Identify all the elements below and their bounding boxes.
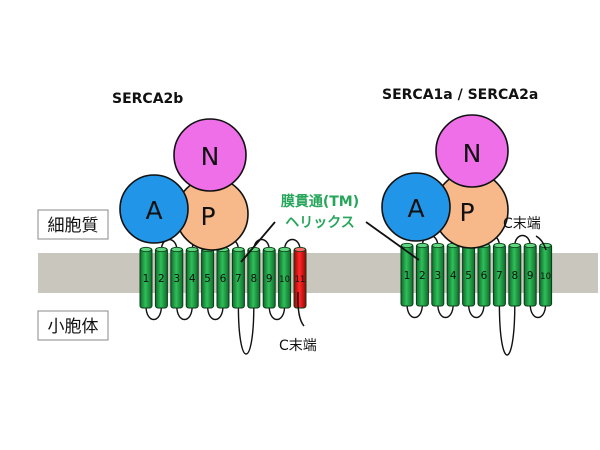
right-helix-1: 1 bbox=[400, 242, 414, 307]
tm-leader-right bbox=[365, 221, 420, 261]
right-helix-number: 6 bbox=[481, 270, 488, 282]
left-helix-number: 4 bbox=[189, 273, 196, 285]
left-c-terminus-tail bbox=[297, 291, 305, 327]
left-helix-number: 5 bbox=[204, 273, 211, 285]
left-loop-1-2 bbox=[145, 305, 163, 321]
right-domain-a-label: A bbox=[407, 194, 424, 223]
left-domain-a: A bbox=[119, 174, 189, 244]
left-helix-3: 3 bbox=[170, 246, 184, 309]
right-helix-number: 10 bbox=[540, 272, 551, 282]
left-helix-4: 4 bbox=[185, 246, 199, 309]
left-domain-p-label: P bbox=[200, 202, 215, 231]
left-helix-number: 8 bbox=[250, 273, 257, 285]
left-helix-number: 7 bbox=[235, 273, 242, 285]
right-helix-9: 9 bbox=[523, 242, 537, 307]
right-domain-a: A bbox=[381, 172, 451, 242]
right-loop-9-10 bbox=[529, 303, 547, 319]
right-loop-3-4 bbox=[437, 303, 454, 319]
right-helix-4: 4 bbox=[446, 242, 460, 307]
right-helix-number: 9 bbox=[527, 270, 534, 282]
left-helix-5: 5 bbox=[201, 246, 215, 309]
right-helix-8: 8 bbox=[508, 242, 522, 307]
er-lumen-label: 小胞体 bbox=[48, 317, 99, 337]
left-helix-number: 3 bbox=[173, 273, 180, 285]
right-helix-number: 8 bbox=[511, 270, 518, 282]
left-helix-7: 7 bbox=[231, 246, 245, 309]
right-domain-p-label: P bbox=[459, 198, 474, 227]
cytoplasm-label: 細胞質 bbox=[48, 216, 99, 236]
tm-label-line1: 膜貫通(TM) bbox=[281, 193, 359, 210]
right-helix-number: 1 bbox=[404, 270, 411, 282]
right-loop-1-2 bbox=[406, 303, 424, 319]
right-c-terminus-tail bbox=[535, 235, 547, 251]
left-helix-9: 9 bbox=[262, 246, 276, 309]
right-helix-3: 3 bbox=[431, 242, 445, 307]
left-domain-n-label: N bbox=[201, 142, 220, 171]
right-helix-number: 5 bbox=[465, 270, 472, 282]
right-helix-10: 10 bbox=[539, 242, 553, 307]
tm-label-line2: ヘリックス bbox=[285, 215, 355, 231]
left-helix-10: 10 bbox=[278, 246, 292, 309]
left-helix-number: 6 bbox=[220, 273, 227, 285]
left-helix-number: 1 bbox=[143, 273, 150, 285]
right-helix-number: 2 bbox=[419, 270, 426, 282]
er-lumen-label-box: 小胞体 bbox=[37, 310, 109, 341]
left-helix-6: 6 bbox=[216, 246, 230, 309]
left-helix-11: 11 bbox=[293, 246, 307, 309]
left-panel-title: SERCA2b bbox=[112, 91, 183, 107]
left-helix-number: 11 bbox=[295, 275, 306, 285]
right-helix-6: 6 bbox=[477, 242, 491, 307]
left-helix-1: 1 bbox=[139, 246, 153, 309]
left-helix-number: 2 bbox=[158, 273, 165, 285]
right-helix-2: 2 bbox=[415, 242, 429, 307]
left-loop-9-10 bbox=[268, 305, 286, 321]
left-helix-number: 10 bbox=[279, 275, 290, 285]
right-helix-number: 3 bbox=[434, 270, 441, 282]
left-loop-3-4 bbox=[176, 305, 193, 321]
cytoplasm-label-box: 細胞質 bbox=[37, 209, 109, 240]
left-helix-2: 2 bbox=[154, 246, 168, 309]
left-loop-5-6 bbox=[206, 305, 224, 321]
right-helix-7: 7 bbox=[492, 242, 506, 307]
right-loop-7-8 bbox=[498, 303, 516, 356]
left-helix-8: 8 bbox=[247, 246, 261, 309]
left-domain-n: N bbox=[173, 118, 247, 192]
right-panel-title: SERCA1a / SERCA2a bbox=[382, 87, 538, 103]
right-domain-n-label: N bbox=[463, 139, 482, 168]
right-helix-5: 5 bbox=[462, 242, 476, 307]
left-loop-7-8 bbox=[237, 305, 255, 355]
right-domain-n: N bbox=[435, 114, 509, 188]
left-c-terminus-label: C末端 bbox=[279, 338, 317, 354]
left-domain-a-label: A bbox=[145, 196, 162, 225]
right-helix-number: 4 bbox=[450, 270, 457, 282]
right-c-terminus-label: C末端 bbox=[503, 216, 541, 232]
right-loop-5-6 bbox=[467, 303, 485, 319]
left-helix-number: 9 bbox=[266, 273, 273, 285]
right-helix-number: 7 bbox=[496, 270, 503, 282]
tm-leader-left bbox=[240, 221, 276, 263]
